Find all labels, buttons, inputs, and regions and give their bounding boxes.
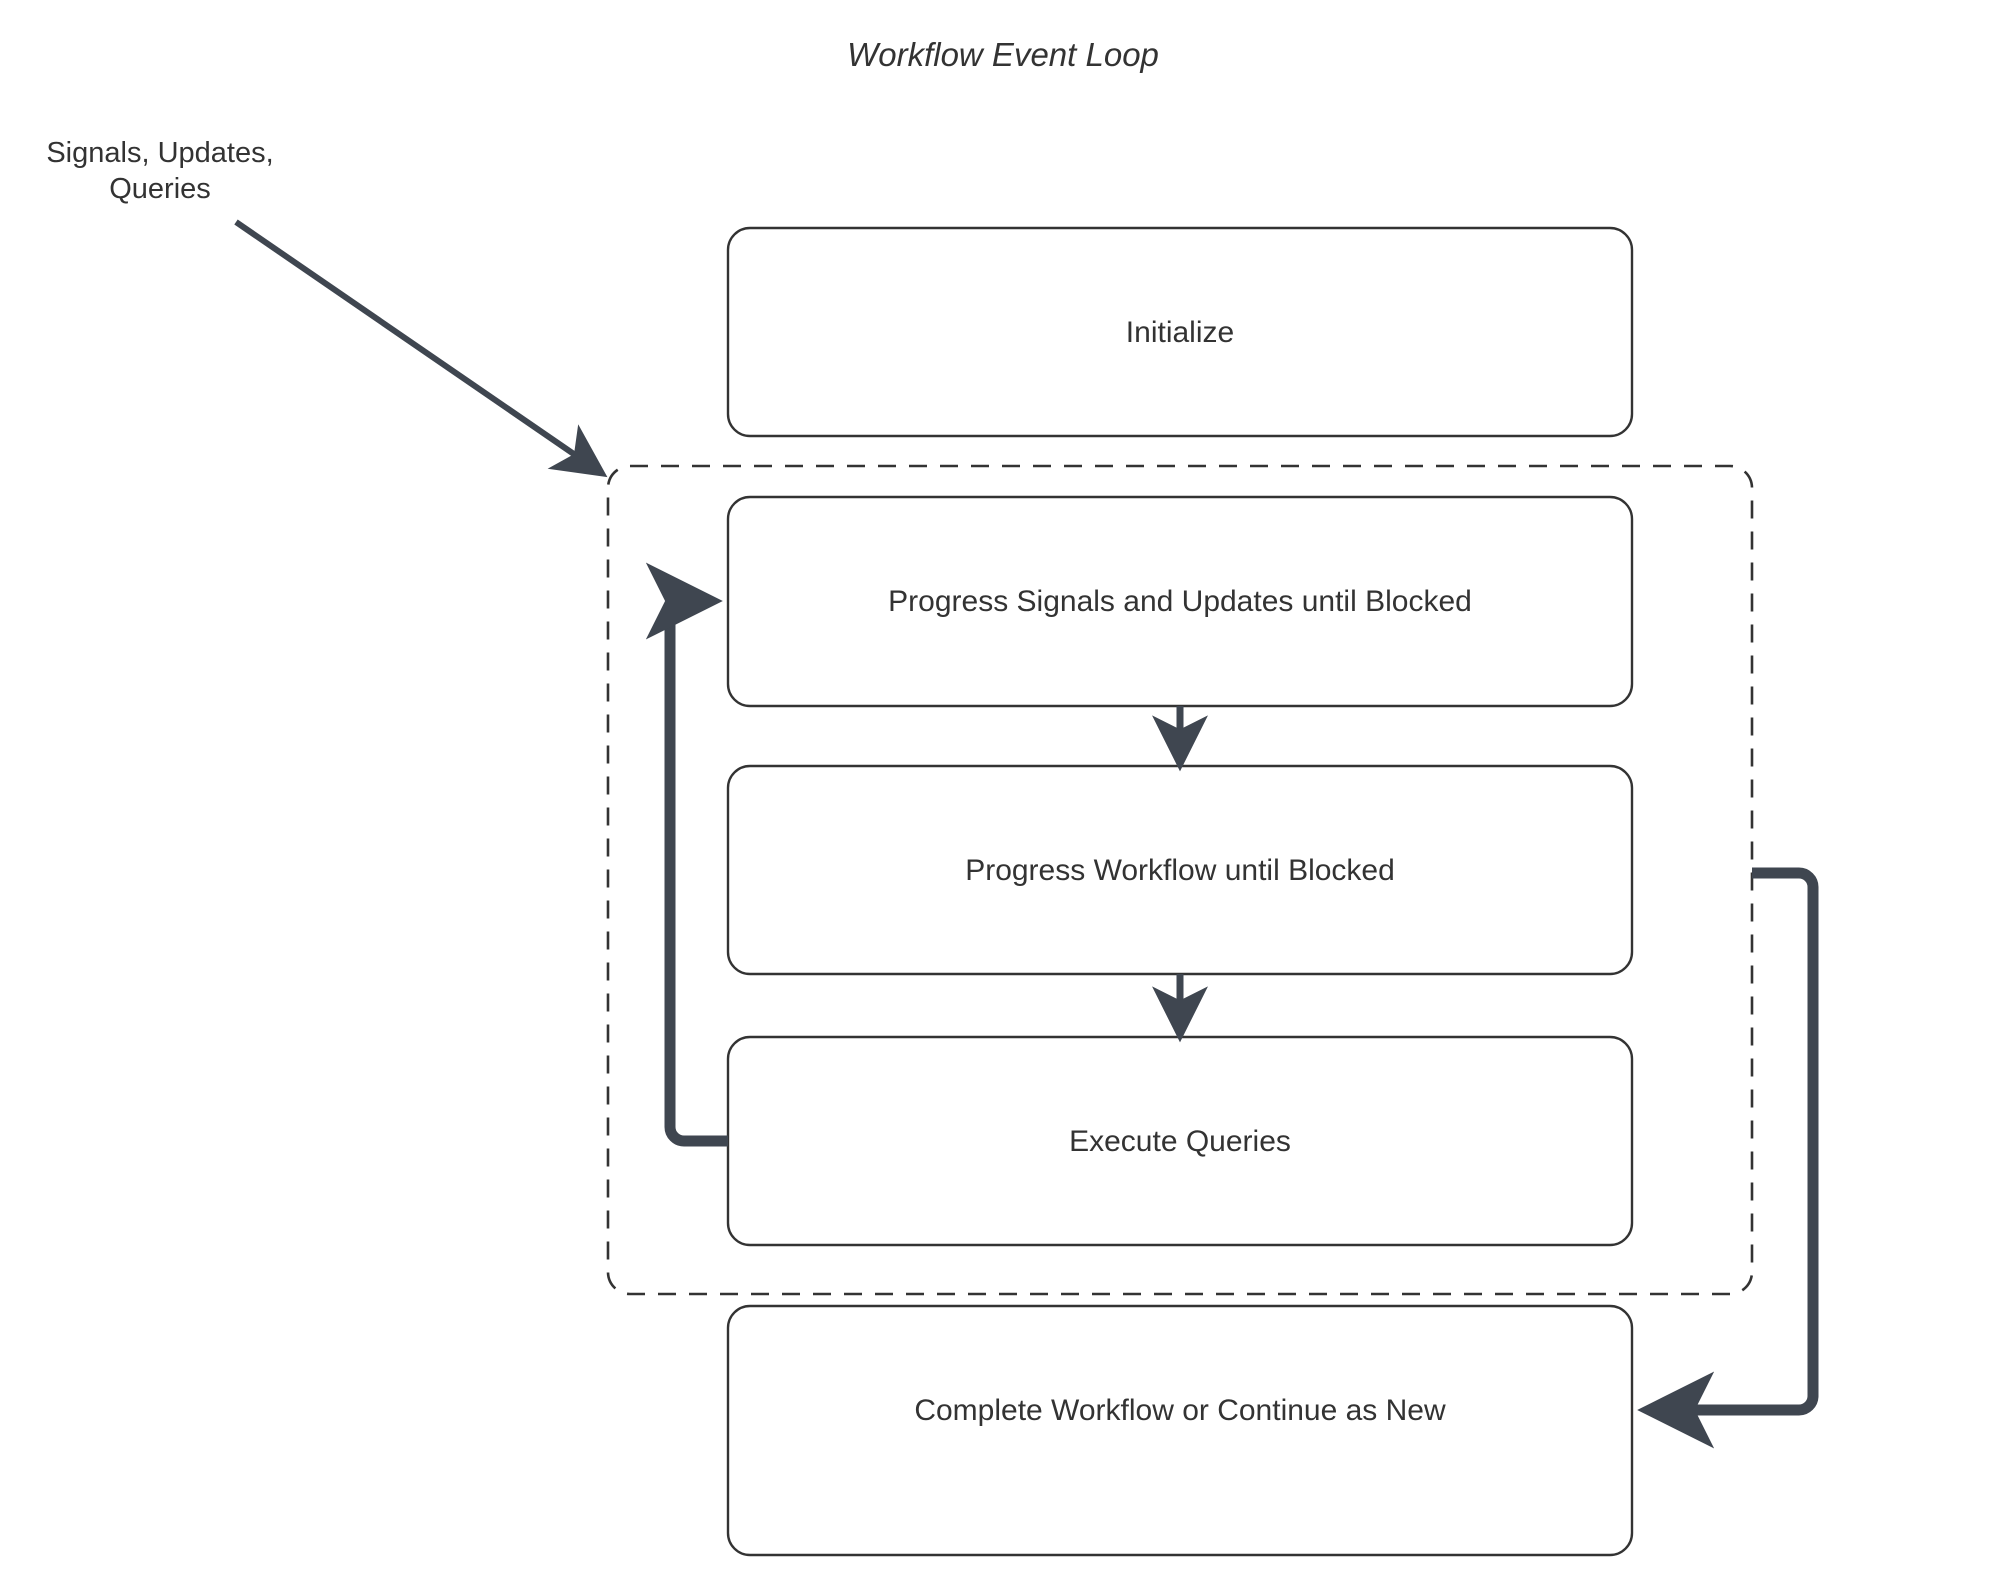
node-box-complete-workflow[interactable] xyxy=(726,1304,1634,1557)
edge-label-signals-updates-queries: Signals, Updates, Queries xyxy=(10,135,310,208)
edge-group-to-complete-workflow xyxy=(1637,867,1819,1449)
node-label-initialize[interactable]: Initialize xyxy=(1125,315,1235,349)
node-box-initialize[interactable] xyxy=(726,226,1634,438)
node-label-progress-signals[interactable]: Progress Signals and Updates until Block… xyxy=(888,585,1472,618)
diagram-title: Workflow Event Loop xyxy=(847,36,1159,73)
event-loop-group-border xyxy=(606,464,1754,1296)
node-label-progress-workflow[interactable]: Progress Workflow until Blocked xyxy=(965,853,1395,887)
edge-signals-to-group xyxy=(234,219,608,478)
edge-label-line-2: Queries xyxy=(109,173,211,206)
node-label-execute-queries[interactable]: Execute Queries xyxy=(1069,1124,1291,1158)
node-label-complete-workflow[interactable]: Complete Workflow or Continue as New xyxy=(914,1393,1446,1427)
edge-label-line-1: Signals, Updates, xyxy=(46,137,274,169)
edge-execute-queries-to-progress-signals xyxy=(645,562,728,1147)
